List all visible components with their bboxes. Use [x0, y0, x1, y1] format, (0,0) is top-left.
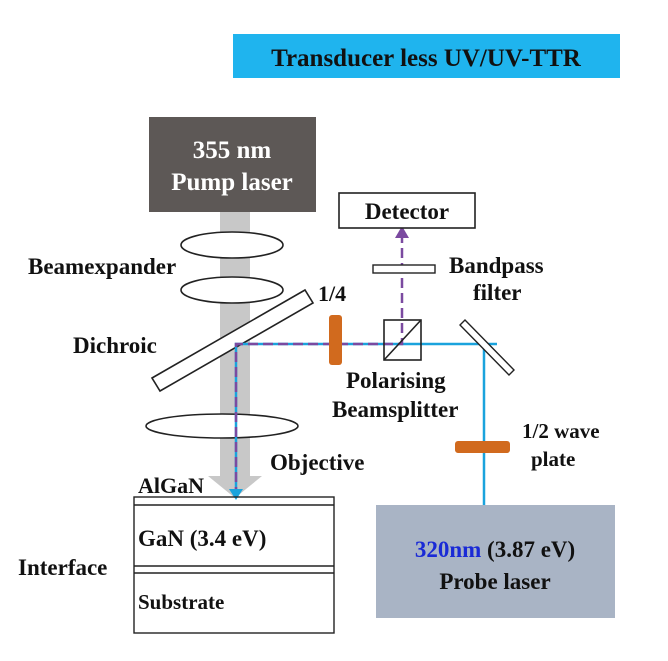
beamexpander-lens-1: [180, 231, 284, 259]
bandpass-filter: [372, 264, 436, 274]
title-banner: [233, 34, 620, 78]
bandpass-label-1: Bandpass: [449, 253, 544, 278]
pump-wavelength-label: 355 nm: [193, 137, 272, 164]
quarter-wave-label: 1/4: [318, 281, 346, 306]
substrate-label: Substrate: [138, 590, 224, 614]
gan-label: GaN (3.4 eV): [138, 526, 266, 551]
polarising-label-2: Beamsplitter: [332, 397, 458, 422]
probe-laser-title: 320nm (3.87 eV): [415, 537, 575, 562]
detector-label: Detector: [365, 199, 449, 224]
dichroic-mirror: [150, 288, 315, 393]
half-wave-label-2: plate: [531, 447, 575, 471]
beamexpander-label: Beamexpander: [28, 254, 176, 279]
detector-arrowhead: [395, 226, 409, 238]
interface-label: Interface: [18, 555, 107, 580]
algan-label: AlGaN: [138, 473, 204, 498]
half-wave-label-1: 1/2 wave: [522, 419, 600, 443]
dichroic-label: Dichroic: [73, 333, 157, 358]
beamexpander-lens-2: [180, 276, 284, 304]
pump-laser-box: 355 nm Pump laser: [149, 117, 316, 212]
diagram-title: Transducer less UV/UV-TTR: [271, 45, 582, 72]
half-wave-plate: [455, 441, 510, 453]
quarter-wave-plate: [329, 315, 342, 365]
polarising-label-1: Polarising: [346, 368, 446, 393]
objective-lens: [145, 413, 299, 439]
bandpass-label-2: filter: [473, 280, 522, 305]
probe-wavelength: 320nm: [415, 537, 481, 562]
objective-label: Objective: [270, 450, 365, 475]
probe-laser-label: Probe laser: [439, 569, 550, 594]
probe-laser-box: 320nm (3.87 eV) Probe laser: [376, 505, 615, 618]
sample-stack: [133, 496, 335, 634]
probe-energy: (3.87 eV): [487, 537, 575, 562]
polarising-beamsplitter: [383, 319, 422, 361]
pump-laser-label: Pump laser: [171, 169, 293, 196]
return-beam: [234, 236, 404, 497]
sample-arrowhead: [229, 489, 243, 500]
steering-mirror: [459, 319, 515, 376]
detector-box: [338, 192, 476, 229]
